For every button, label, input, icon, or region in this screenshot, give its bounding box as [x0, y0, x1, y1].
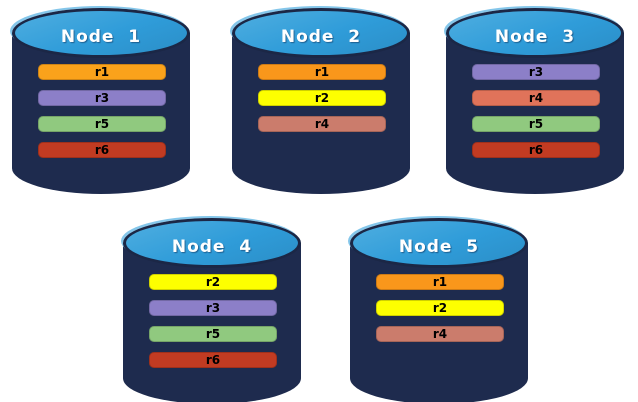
replica-bar: r4 [258, 116, 386, 132]
replica-bar-label: r6 [205, 353, 221, 367]
replica-bar-label: r2 [314, 91, 330, 105]
replica-bar-list: r1 r2 r4 [258, 64, 386, 132]
node-label: Node 5 [398, 237, 480, 257]
node-cylinder: Node 4 r2 r3 r5 r6 [123, 218, 301, 402]
replica-bar: r5 [149, 326, 277, 342]
node-cylinder: Node 3 r3 r4 r5 r6 [446, 8, 624, 194]
replica-bar-label: r3 [205, 301, 221, 315]
replica-bar-label: r3 [94, 91, 110, 105]
node-label: Node 1 [60, 27, 142, 47]
replica-bar: r4 [376, 326, 504, 342]
cylinder-top-ellipse [123, 218, 301, 268]
cylinder-body [12, 33, 190, 194]
cylinder-body [232, 33, 410, 194]
replica-bar-label: r5 [528, 117, 544, 131]
replica-bar-label: r6 [528, 143, 544, 157]
replica-bar: r1 [376, 274, 504, 290]
replica-bar-label: r6 [94, 143, 110, 157]
replica-bar: r3 [149, 300, 277, 316]
replica-bar: r6 [149, 352, 277, 368]
node-cylinder: Node 5 r1 r2 r4 [350, 218, 528, 402]
replica-bar: r5 [38, 116, 166, 132]
replica-bar-label: r1 [432, 275, 448, 289]
replica-bar-label: r1 [314, 65, 330, 79]
node-label: Node 3 [494, 27, 576, 47]
cylinder-body [350, 243, 528, 402]
node-cylinder: Node 2 r1 r2 r4 [232, 8, 410, 194]
replica-bar-label: r3 [528, 65, 544, 79]
replica-bar: r3 [472, 64, 600, 80]
replica-bar-label: r2 [205, 275, 221, 289]
replica-bar-label: r5 [94, 117, 110, 131]
replica-bar-label: r5 [205, 327, 221, 341]
replica-bar: r5 [472, 116, 600, 132]
replica-bar: r2 [376, 300, 504, 316]
replica-bar-label: r1 [94, 65, 110, 79]
cylinder-body [123, 243, 301, 402]
node-label: Node 4 [171, 237, 253, 257]
replica-bar-list: r2 r3 r5 r6 [149, 274, 277, 368]
replica-bar: r2 [149, 274, 277, 290]
cylinder-top-ellipse [446, 8, 624, 58]
replica-bar: r1 [258, 64, 386, 80]
replica-bar-label: r2 [432, 301, 448, 315]
replica-bar-list: r1 r2 r4 [376, 274, 504, 342]
cylinder-top-ellipse [232, 8, 410, 58]
replica-bar-label: r4 [528, 91, 544, 105]
replica-bar: r1 [38, 64, 166, 80]
replica-bar-label: r4 [314, 117, 330, 131]
replica-bar: r6 [472, 142, 600, 158]
node-cylinder: Node 1 r1 r3 r5 r6 [12, 8, 190, 194]
cylinder-body [446, 33, 624, 194]
replica-bar: r2 [258, 90, 386, 106]
replica-bar-list: r3 r4 r5 r6 [472, 64, 600, 158]
replica-bar-list: r1 r3 r5 r6 [38, 64, 166, 158]
replica-bar: r6 [38, 142, 166, 158]
replica-bar: r3 [38, 90, 166, 106]
node-label: Node 2 [280, 27, 362, 47]
replica-bar: r4 [472, 90, 600, 106]
cylinder-top-ellipse [12, 8, 190, 58]
cylinder-top-ellipse [350, 218, 528, 268]
replica-bar-label: r4 [432, 327, 448, 341]
